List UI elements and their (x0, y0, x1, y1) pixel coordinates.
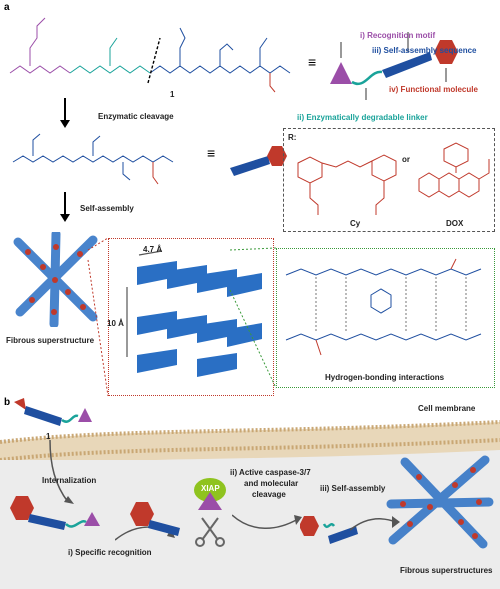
label-self-assembly-b: iii) Self-assembly (320, 484, 386, 493)
fibrous-superstructure-a (13, 232, 98, 327)
r-dox-label: DOX (446, 219, 464, 228)
arrow-internalization (49, 440, 74, 504)
recognized-molecule (130, 502, 180, 536)
intracellular-molecule (10, 496, 100, 530)
zoom-connectors (87, 237, 277, 397)
xiap-complex (194, 478, 226, 547)
peptide-backbone-teal (69, 65, 151, 74)
equivalent-sign-middle: ≡ (207, 145, 216, 161)
schematic-cleaved (230, 146, 287, 176)
arrow-assembly-step (60, 192, 70, 222)
dox-structure (418, 142, 490, 198)
peptide-backbone-purple (9, 65, 71, 74)
arrow-cleavage (60, 98, 70, 128)
recognition-triangle (330, 62, 352, 84)
peptide-sidechain-red (269, 73, 276, 93)
label-cell-membrane: Cell membrane (418, 404, 476, 413)
hbond-caption: Hydrogen-bonding interactions (325, 373, 445, 382)
hbond-box-green: Hydrogen-bonding interactions (276, 248, 495, 388)
fibrous-superstructures-b (386, 455, 494, 549)
label-internalization: Internalization (42, 476, 97, 485)
legend-degradable-linker: ii) Enzymatically degradable linker (297, 113, 428, 122)
cell-membrane (0, 420, 500, 460)
r-cy-label: Cy (350, 219, 361, 228)
functional-hexagon (434, 40, 458, 64)
label-caspase-3: cleavage (252, 490, 286, 499)
peptide-structure-cleaved (12, 133, 174, 185)
legend-recognition-motif: i) Recognition motif (360, 31, 436, 40)
peptide-sidechain-blue-3 (259, 37, 268, 66)
arrow-cleavage-step (232, 514, 302, 529)
compound-1-outside (14, 398, 92, 426)
peptide-structure-1 (9, 17, 291, 93)
r-or: or (402, 155, 410, 164)
peptide-sidechain-blue (179, 27, 186, 66)
schematic-molecule (330, 32, 458, 100)
cleavage-dash (147, 37, 161, 84)
panel-a-letter: a (4, 2, 10, 13)
arrow-assembly-b (350, 516, 400, 531)
compound-number-b: 1 (46, 432, 51, 441)
assembly-strand (382, 52, 432, 78)
label-fibrous-superstructure: Fibrous superstructure (6, 336, 95, 345)
zoom-box-red: 4.7 Å 10 Å (107, 238, 274, 396)
spacing-vertical-label: 10 Å (107, 319, 124, 328)
label-fibrous-superstructures: Fibrous superstructures (400, 566, 493, 575)
step-self-assembly: Self-assembly (80, 204, 134, 213)
r-group-box: R: or Cy DOX (283, 128, 495, 232)
legend-self-assembly-sequence: iii) Self-assembly sequence (372, 46, 477, 55)
linker-curve (351, 70, 383, 86)
spacing-horizontal-label: 4.7 Å (143, 245, 163, 254)
label-caspase-1: ii) Active caspase-3/7 (230, 468, 311, 477)
equivalent-sign-top: ≡ (308, 54, 317, 70)
r-label: R: (288, 133, 297, 142)
peptide-backbone-blue (149, 65, 291, 74)
hbond-structure (285, 258, 482, 356)
peptide-sidechain-blue-2 (219, 43, 234, 66)
label-xiap: XIAP (201, 484, 220, 493)
spacing-arrow-h (138, 250, 163, 256)
step-enzymatic-cleavage: Enzymatic cleavage (98, 112, 174, 121)
label-caspase-2: and molecular (244, 479, 299, 488)
label-specific-recognition: i) Specific recognition (68, 548, 152, 557)
cy-structure (297, 154, 397, 215)
peptide-sidechain-teal (109, 37, 118, 66)
legend-functional-molecule: iv) Functional molecule (389, 85, 478, 94)
beta-sheet-stack (126, 250, 262, 377)
peptide-sidechain-purple (29, 17, 46, 66)
panel-b-letter: b (4, 397, 11, 408)
compound-number-a: 1 (170, 90, 175, 99)
